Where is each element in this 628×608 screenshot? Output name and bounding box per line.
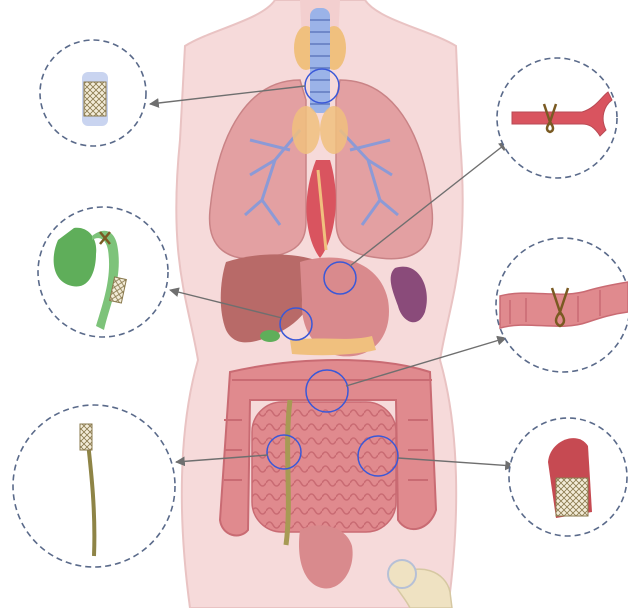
- colonic-stent: [548, 438, 592, 518]
- callout-bowel-ligation: [496, 238, 628, 372]
- callout-biliary-stent: [38, 207, 168, 337]
- small-intestine: [252, 402, 396, 532]
- ureteral-stent-in-body: [286, 400, 290, 545]
- callout-tracheal-stent: [40, 40, 146, 146]
- trachea: [310, 8, 330, 113]
- callout-colonic-stent: [509, 418, 627, 536]
- airway-stent: [82, 72, 108, 126]
- callout-vessel-ligation: [497, 58, 617, 178]
- gallbladder: [260, 330, 280, 342]
- callout-ureteral-stent: [13, 405, 175, 567]
